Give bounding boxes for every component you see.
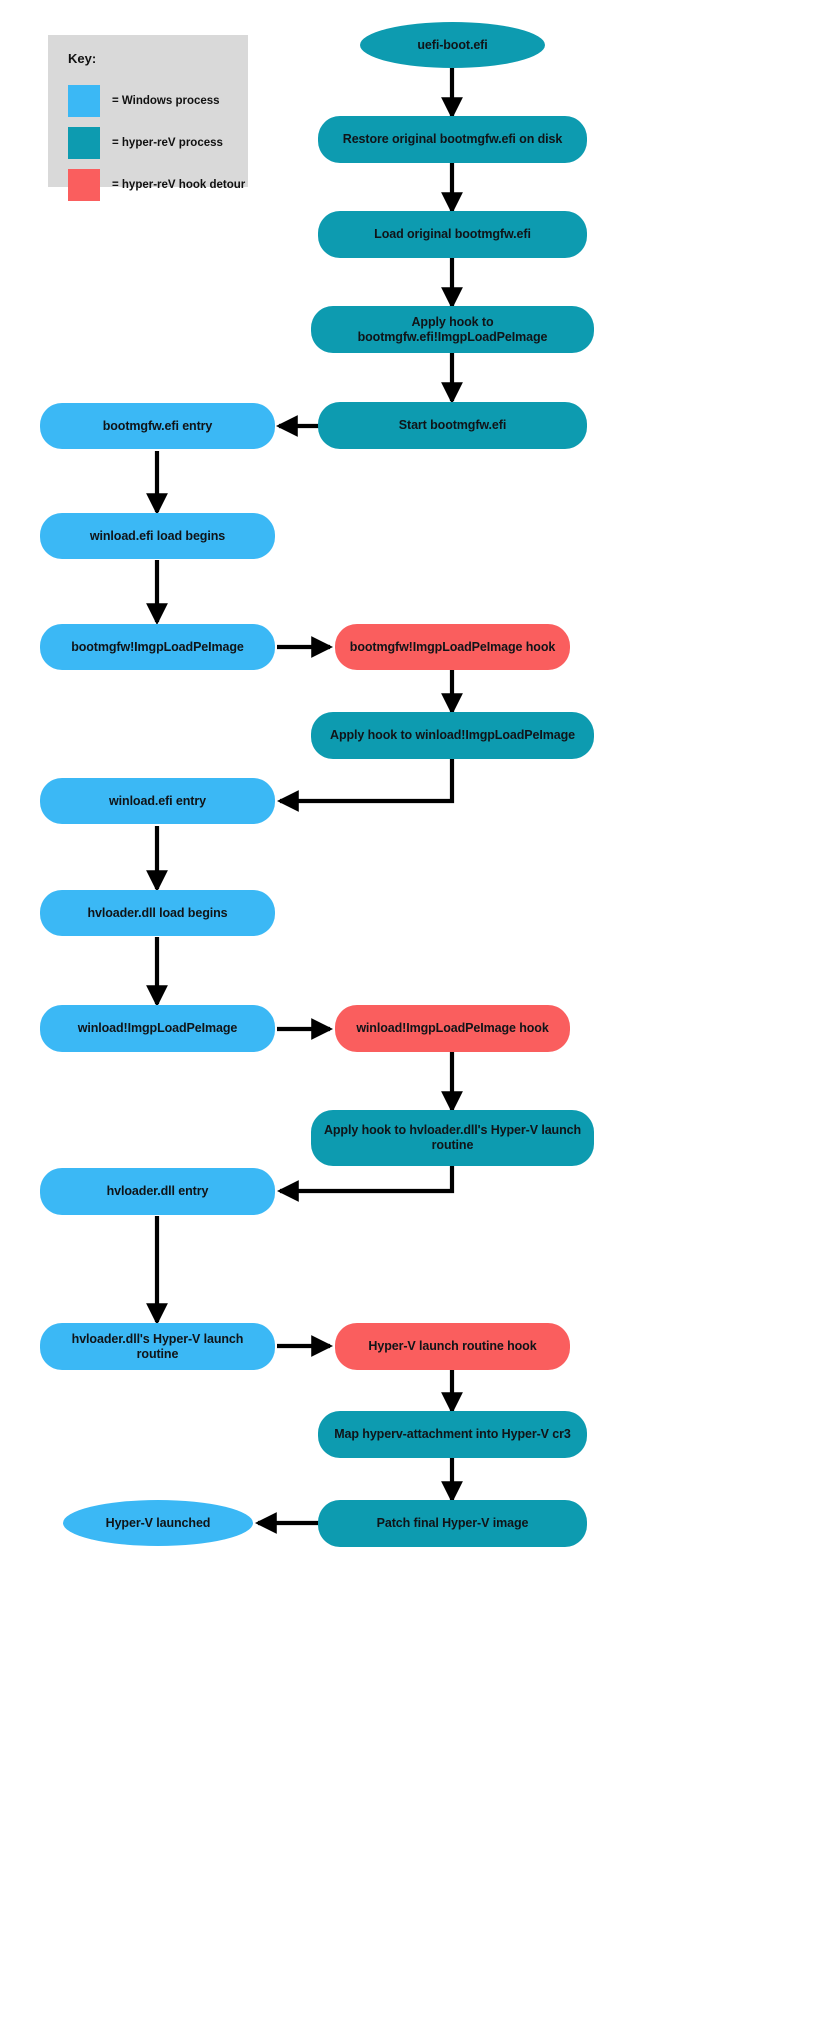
node-hvloader-entry[interactable]: hvloader.dll entry (40, 1168, 275, 1215)
node-bootmgfw-entry[interactable]: bootmgfw.efi entry (40, 403, 275, 449)
legend-item-hyperrev-process: = hyper-reV process (68, 127, 223, 159)
node-hyperv-launched[interactable]: Hyper-V launched (63, 1500, 253, 1546)
node-winload-imgploadpeimage[interactable]: winload!ImgpLoadPeImage (40, 1005, 275, 1052)
node-load-original-bootmgfw[interactable]: Load original bootmgfw.efi (318, 211, 587, 258)
legend-item-windows-process: = Windows process (68, 85, 220, 117)
legend-item-hook-detour: = hyper-reV hook detour (68, 169, 245, 201)
node-winload-imgploadpeimage-hook[interactable]: winload!ImgpLoadPeImage hook (335, 1005, 570, 1052)
node-hvloader-hyperv-launch-routine[interactable]: hvloader.dll's Hyper-V launch routine (40, 1323, 275, 1370)
legend-swatch-hyperrev-process (68, 127, 100, 159)
node-map-hyperv-attachment[interactable]: Map hyperv-attachment into Hyper-V cr3 (318, 1411, 587, 1458)
edge-n9-n10 (276, 759, 455, 812)
edge-n14-n15 (276, 1165, 455, 1202)
legend-label-hook-detour: = hyper-reV hook detour (112, 179, 246, 191)
node-winload-load-begins[interactable]: winload.efi load begins (40, 513, 275, 559)
node-bootmgfw-imgploadpeimage[interactable]: bootmgfw!ImgpLoadPeImage (40, 624, 275, 670)
node-winload-entry[interactable]: winload.efi entry (40, 778, 275, 824)
node-apply-hook-winload-imgploadpeimage[interactable]: Apply hook to winload!ImgpLoadPeImage (311, 712, 594, 759)
node-bootmgfw-imgploadpeimage-hook[interactable]: bootmgfw!ImgpLoadPeImage hook (335, 624, 570, 670)
legend-swatch-hook-detour (68, 169, 100, 201)
legend-label-windows-process: = Windows process (112, 95, 220, 107)
node-apply-hook-hvloader-hyperv-launch-routine[interactable]: Apply hook to hvloader.dll's Hyper-V lau… (311, 1110, 594, 1166)
legend-label-hyperrev-process: = hyper-reV process (112, 137, 223, 149)
node-hvloader-load-begins[interactable]: hvloader.dll load begins (40, 890, 275, 936)
legend-box: Key: = Windows process = hyper-reV proce… (48, 35, 248, 201)
node-start-bootmgfw[interactable]: Start bootmgfw.efi (318, 402, 587, 449)
node-patch-final-hyperv-image[interactable]: Patch final Hyper-V image (318, 1500, 587, 1547)
node-uefi-boot-efi[interactable]: uefi-boot.efi (360, 22, 545, 68)
node-hyperv-launch-routine-hook[interactable]: Hyper-V launch routine hook (335, 1323, 570, 1370)
node-apply-hook-bootmgfw-imgploadpeimage[interactable]: Apply hook to bootmgfw.efi!ImgpLoadPeIma… (311, 306, 594, 353)
legend-swatch-windows-process (68, 85, 100, 117)
node-restore-original-bootmgfw[interactable]: Restore original bootmgfw.efi on disk (318, 116, 587, 163)
legend-title: Key: (68, 51, 97, 66)
